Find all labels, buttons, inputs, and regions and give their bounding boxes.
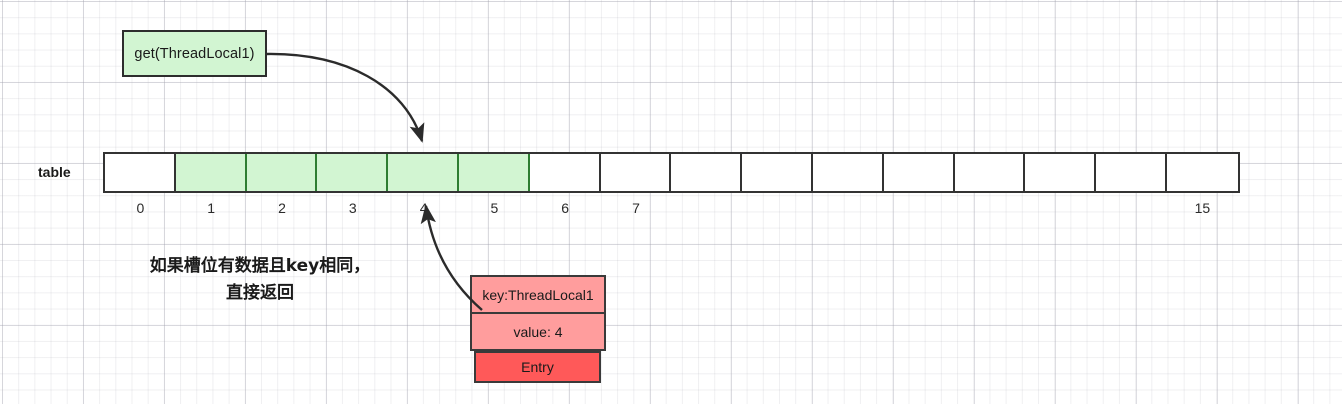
annotation-note: 如果槽位有数据且key相同， 直接返回 (112, 253, 408, 307)
table-slot-1[interactable] (175, 154, 247, 191)
table-index-0: 0 (136, 200, 145, 216)
entry-node: key:ThreadLocal1 value: 4 Entry (470, 275, 606, 383)
table-index-4: 4 (419, 200, 428, 216)
annotation-line-1: 如果槽位有数据且key相同， (149, 256, 371, 276)
table-slot-2[interactable] (246, 154, 318, 191)
entry-type-label: Entry (521, 359, 554, 375)
table-label-text: table (38, 164, 71, 180)
table-slot-11[interactable] (883, 154, 955, 191)
entry-value-field: value: 4 (470, 313, 606, 351)
entry-key-label: key:ThreadLocal1 (482, 286, 594, 303)
entry-value-label: value: 4 (513, 323, 563, 340)
table-slot-4[interactable] (388, 154, 459, 191)
table-slot-9[interactable] (742, 154, 813, 191)
table-index-6: 6 (561, 200, 570, 216)
table-slot-0[interactable] (105, 154, 176, 191)
table-index-3: 3 (348, 200, 357, 216)
entry-type-field: Entry (474, 351, 601, 383)
table-slot-7[interactable] (600, 154, 672, 191)
table-index-15: 15 (1194, 200, 1211, 216)
table-slot-13[interactable] (1025, 154, 1097, 191)
annotation-line-2: 直接返回 (226, 283, 294, 303)
table-slot-5[interactable] (458, 154, 530, 191)
table-slot-8[interactable] (671, 154, 743, 191)
table-index-5: 5 (490, 200, 499, 216)
table-index-1: 1 (207, 200, 216, 216)
table-label: table (38, 162, 94, 182)
entry-key-field: key:ThreadLocal1 (470, 275, 606, 313)
table-array (103, 152, 1240, 193)
get-call-label: get(ThreadLocal1) (134, 45, 255, 62)
table-slot-6[interactable] (529, 154, 601, 191)
arrow-call-to-slot4 (266, 52, 425, 143)
table-slot-12[interactable] (954, 154, 1026, 191)
table-index-7: 7 (632, 200, 640, 216)
table-index-2: 2 (278, 200, 286, 216)
get-call-box[interactable]: get(ThreadLocal1) (122, 30, 267, 77)
table-slot-10[interactable] (812, 154, 884, 191)
table-slot-14[interactable] (1096, 154, 1167, 191)
table-slot-3[interactable] (317, 154, 389, 191)
table-slot-15[interactable] (1166, 154, 1238, 191)
